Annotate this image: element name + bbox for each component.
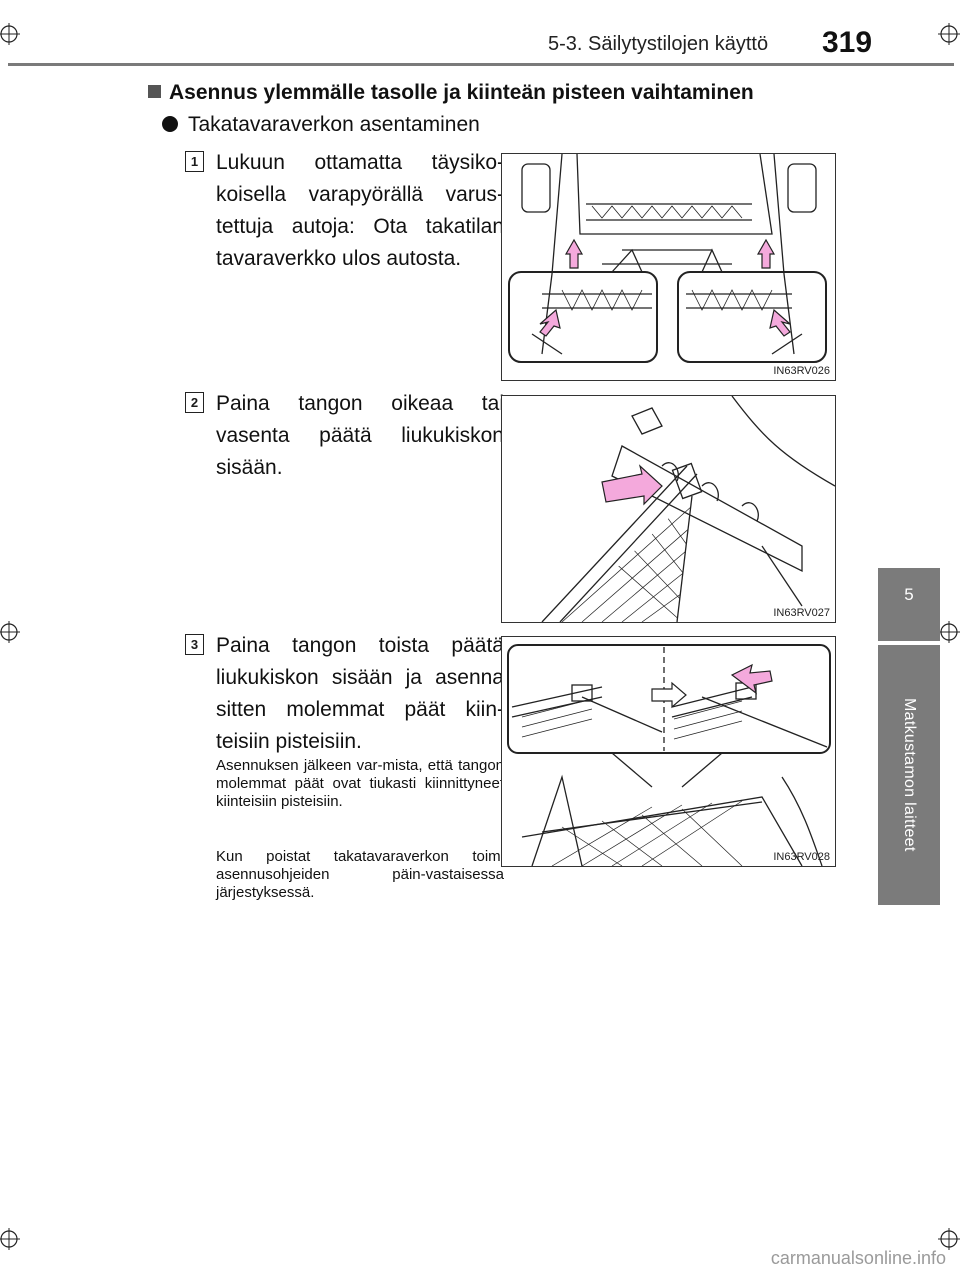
registration-mark-mid-left [0,621,20,643]
step-number-1: 1 [185,151,204,172]
chapter-tab [878,568,940,641]
figure-code-1: IN63RV026 [773,365,830,377]
section-heading: Asennus ylemmälle tasolle ja kiinteän pi… [148,81,754,105]
registration-mark-bottom-left [0,1228,20,1250]
step-number-3: 3 [185,634,204,655]
section-heading-text: Asennus ylemmälle tasolle ja kiinteän pi… [169,81,754,104]
figure-1-illustration [508,154,827,363]
registration-mark-top-right [938,23,960,45]
watermark-url[interactable]: carmanualsonline.info [770,1248,946,1268]
registration-mark-bottom-right [938,1228,960,1250]
header-rule [8,63,954,66]
chapter-title-wrap: Matkustamon laitteet [878,645,940,905]
note-2: Kun poistat takatavaraverkon toimi asenn… [216,848,504,901]
subheading-text: Takatavaraverkon asentaminen [188,113,480,136]
page-number: 319 [822,26,873,59]
section-title: 5-3. Säilytystilojen käyttö [548,33,769,55]
figure-3-illustration [507,644,831,866]
step-text-3: Paina tangon toista päätä liukukiskon si… [216,634,504,753]
chapter-number: 5 [904,585,914,604]
figure-code-3: IN63RV028 [773,851,830,863]
round-bullet-icon [162,116,178,132]
square-bullet-icon [148,85,161,98]
step-number-2: 2 [185,392,204,413]
note-1: Asennuksen jälkeen var-mista, että tango… [216,757,504,810]
subheading: Takatavaraverkon asentaminen [162,113,480,137]
figure-2: IN63RV027 [501,395,836,623]
step-text-1: Lukuun ottamatta täysiko-koisella varapy… [216,151,504,270]
chapter-title: Matkustamon laitteet [901,698,918,852]
figure-2-illustration [541,396,835,622]
step-text-2: Paina tangon oikeaa tai vasenta päätä li… [216,392,504,479]
registration-mark-top-left [0,23,20,45]
figure-code-2: IN63RV027 [773,607,830,619]
figure-3: IN63RV028 [501,636,836,867]
registration-mark-mid-right [938,621,960,643]
figure-1: IN63RV026 [501,153,836,381]
chapter-tab-body [878,645,940,905]
